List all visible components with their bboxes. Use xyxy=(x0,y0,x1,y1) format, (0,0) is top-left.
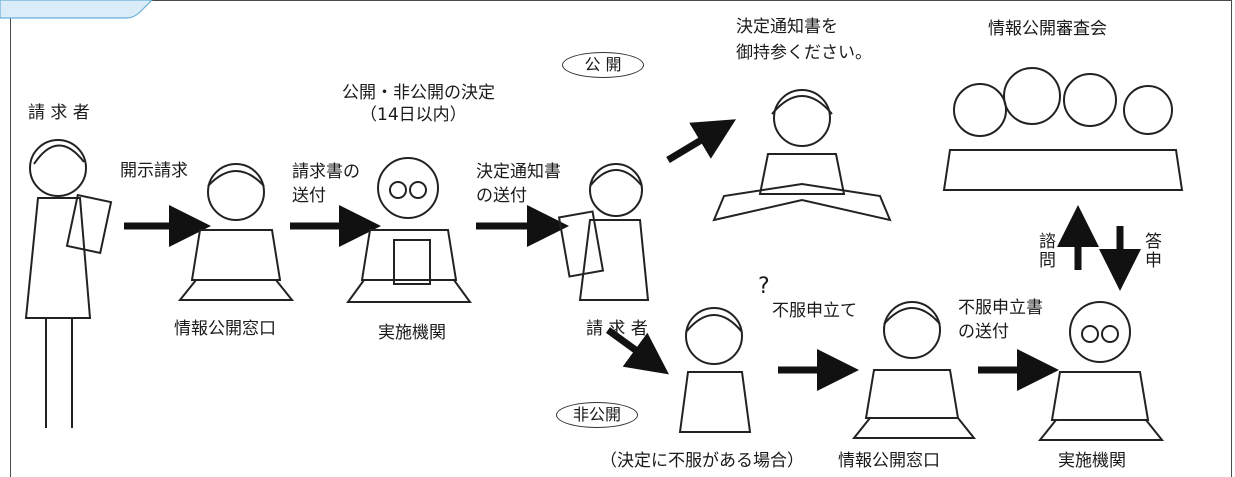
report-label: 答申 xyxy=(1141,232,1161,270)
decision-period-label: （14日以内） xyxy=(360,105,467,125)
frame-top-line xyxy=(144,0,1232,1)
review-board-label: 情報公開審査会 xyxy=(988,19,1107,39)
send-notice-label: 決定通知書 の送付 xyxy=(476,162,561,206)
info-window-label-bottom: 情報公開窓口 xyxy=(838,451,940,471)
requester-label-mid: 請 求 者 xyxy=(586,319,648,339)
implementing-agency-label-bottom: 実施機関 xyxy=(1058,451,1126,471)
requester-figure-left xyxy=(24,139,113,428)
send-request-label: 請求書の 送付 xyxy=(292,162,360,206)
objection-label: 不服申立て xyxy=(772,301,857,321)
if-dissatisfied-label: （決定に不服がある場合） xyxy=(600,451,804,471)
review-board-figures xyxy=(942,67,1184,191)
arrow-to-public xyxy=(666,119,737,164)
frame-right-line xyxy=(1231,0,1232,477)
agency-official-figure xyxy=(346,157,472,303)
window-clerk-figure xyxy=(177,163,295,301)
window-clerk-figure-bottom xyxy=(851,301,977,439)
reader-with-book-figure xyxy=(712,89,892,222)
bring-notice-label: 決定通知書を 御持参ください。 xyxy=(736,17,872,63)
send-objection-label: 不服申立書 の送付 xyxy=(958,298,1043,342)
dissatisfied-requester-figure xyxy=(678,307,752,433)
diagram-frame xyxy=(10,0,1232,477)
frame-left-line xyxy=(10,0,11,477)
requester-figure-mid xyxy=(557,163,650,301)
info-window-label: 情報公開窓口 xyxy=(174,319,276,339)
implementing-agency-label: 実施機関 xyxy=(378,323,446,343)
nonpublic-oval: 非公開 xyxy=(556,402,638,428)
agency-official-figure-bottom xyxy=(1037,301,1165,441)
header-tab-shape xyxy=(0,0,153,19)
inquiry-label: 諮問 xyxy=(1035,232,1055,270)
public-oval: 公 開 xyxy=(562,52,644,78)
decision-title-label: 公開・非公開の決定 xyxy=(342,83,495,103)
arrow-to-nonpublic xyxy=(605,327,669,375)
disclosure-request-label: 開示請求 xyxy=(120,161,188,181)
requester-label-top: 請 求 者 xyxy=(28,103,90,123)
question-mark: ? xyxy=(758,274,770,299)
